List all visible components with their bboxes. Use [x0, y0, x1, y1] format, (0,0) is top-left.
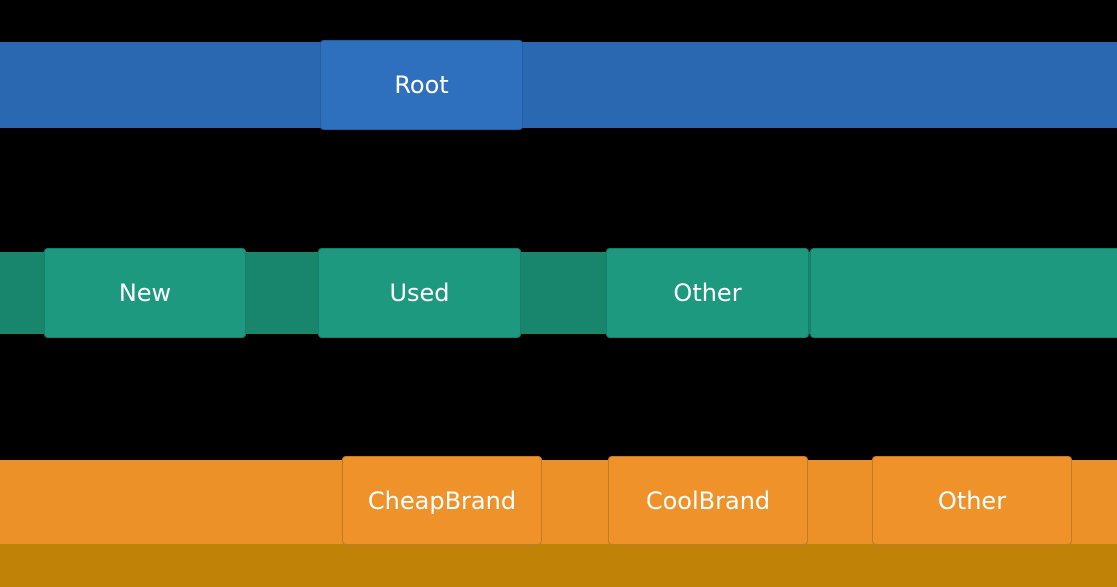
tree-node-new: New	[44, 248, 246, 338]
tree-node-unlabeled	[810, 248, 1117, 338]
level-1-band	[0, 42, 1117, 128]
tree-node-cheapbrand: CheapBrand	[342, 456, 542, 545]
level-3-underband	[0, 544, 1117, 587]
tree-node-new-label: New	[118, 279, 172, 307]
tree-node-used: Used	[318, 248, 521, 338]
tree-node-coolbrand-label: CoolBrand	[645, 486, 771, 515]
tree-node-other-brand-label: Other	[937, 486, 1007, 515]
tree-node-used-label: Used	[389, 279, 450, 307]
tree-node-other-brand: Other	[872, 456, 1072, 545]
tree-node-other-condition-label: Other	[673, 279, 742, 307]
tree-node-other-condition: Other	[606, 248, 809, 338]
tree-node-root: Root	[320, 40, 523, 130]
tree-node-cheapbrand-label: CheapBrand	[367, 486, 517, 515]
tree-node-coolbrand: CoolBrand	[608, 456, 808, 545]
tree-node-root-label: Root	[394, 71, 449, 99]
